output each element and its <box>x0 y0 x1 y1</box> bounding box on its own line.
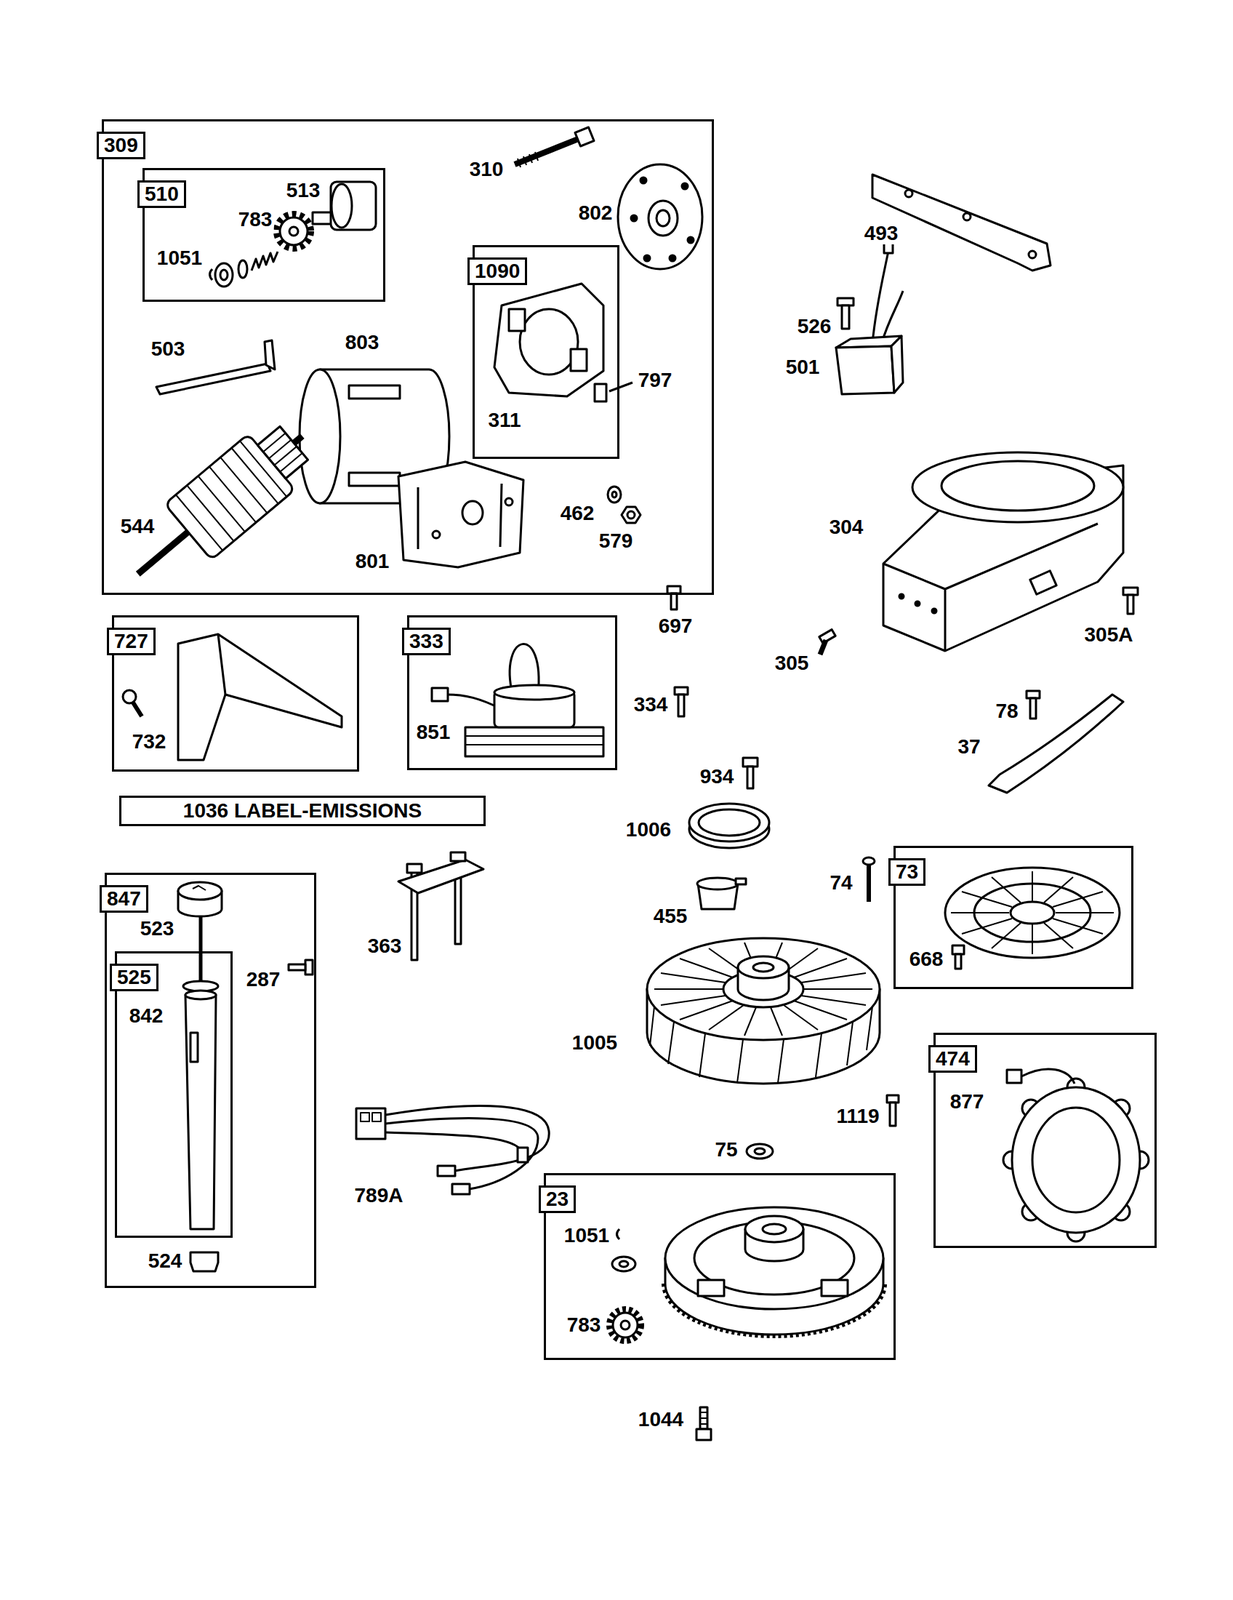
callout-number: 1044 <box>636 1408 685 1431</box>
callout-number: 513 <box>284 179 323 202</box>
callout-number: 1051 <box>155 247 204 269</box>
callout-number: 783 <box>237 208 275 231</box>
callout-number: 493 <box>862 222 901 245</box>
part-group-box: 3095101090 <box>101 119 714 595</box>
group-number-tab: 510 <box>137 180 187 208</box>
callout-number: 797 <box>636 369 674 392</box>
part-group-box: 525 <box>114 950 233 1238</box>
callout-number: 1006 <box>624 818 673 841</box>
callout-number: 842 <box>127 1004 166 1027</box>
callout-number: 544 <box>119 515 157 538</box>
part-group-box: 474 <box>933 1032 1157 1248</box>
callout-number: 310 <box>468 158 506 181</box>
callout-number: 334 <box>632 693 670 716</box>
part-group-box: 510 <box>142 167 386 302</box>
callout-number: 526 <box>796 315 834 338</box>
callout-number: 524 <box>146 1249 184 1272</box>
callout-number: 877 <box>948 1090 986 1113</box>
callout-number: 802 <box>577 202 615 224</box>
callout-number: 287 <box>245 968 283 991</box>
callout-number: 523 <box>138 917 176 940</box>
label-text: 1036 LABEL-EMISSIONS <box>121 797 484 824</box>
callout-number: 305A <box>1083 623 1135 646</box>
callout-number: 1051 <box>562 1224 611 1247</box>
callout-number: 1005 <box>570 1031 619 1054</box>
callout-number: 75 <box>713 1138 739 1161</box>
callout-number: 501 <box>784 356 822 379</box>
callout-number: 311 <box>486 409 522 432</box>
callout-number: 304 <box>828 516 866 538</box>
callout-number: 78 <box>993 700 1020 722</box>
callout-number: 803 <box>343 331 381 354</box>
callout-number: 851 <box>415 721 453 743</box>
group-number-tab: 525 <box>109 963 159 991</box>
group-number-tab: 309 <box>96 131 146 160</box>
label-box: 1036 LABEL-EMISSIONS <box>119 795 486 826</box>
group-number-tab: 847 <box>99 884 149 913</box>
callout-number: 1119 <box>834 1105 881 1127</box>
group-number-tab: 474 <box>928 1044 978 1073</box>
callout-number: 503 <box>149 338 187 360</box>
callout-number: 363 <box>366 934 404 957</box>
callout-number: 934 <box>698 765 736 788</box>
part-group-box: 847525 <box>104 872 317 1288</box>
callout-number: 732 <box>130 730 168 753</box>
callout-number: 305 <box>773 652 811 674</box>
callout-number: 668 <box>908 948 946 970</box>
group-number-tab: 23 <box>538 1185 576 1213</box>
callout-number: 579 <box>597 529 635 552</box>
callout-number: 74 <box>828 871 854 894</box>
part-group-box: 333 <box>407 615 618 770</box>
callout-number: 697 <box>657 615 695 637</box>
callout-number: 801 <box>354 550 392 573</box>
group-number-tab: 73 <box>888 857 926 886</box>
group-number-tab: 727 <box>106 627 156 656</box>
callout-number: 783 <box>565 1313 603 1336</box>
callout-number: 37 <box>956 735 982 758</box>
group-number-tab: 1090 <box>467 257 528 285</box>
callout-number: 455 <box>652 905 690 927</box>
callout-number: 462 <box>559 502 597 525</box>
group-number-tab: 333 <box>402 627 451 656</box>
callout-number: 789A <box>353 1184 405 1207</box>
